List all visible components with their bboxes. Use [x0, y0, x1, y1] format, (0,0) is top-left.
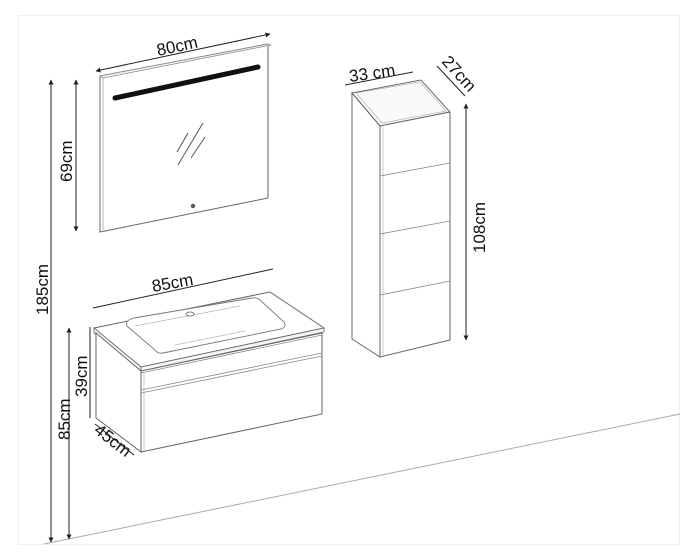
total-height-label: 185cm — [33, 264, 52, 315]
mirror-reflection-icon — [176, 122, 206, 166]
vanity-width-label: 85cm — [150, 270, 194, 296]
cabinet-door-dividers — [379, 162, 451, 296]
floor-line — [43, 413, 681, 545]
mirror — [99, 43, 273, 233]
vanity-unit — [92, 291, 326, 454]
touch-sensor-icon — [190, 203, 196, 209]
cabinet-height-label: 108cm — [470, 202, 489, 253]
mirror-height-label: 69cm — [57, 140, 76, 182]
drawer-divider — [140, 334, 323, 394]
tall-cabinet — [351, 79, 451, 358]
tap-hole-icon — [185, 311, 195, 317]
mirror-width-label: 80cm — [155, 33, 200, 60]
washbasin — [125, 297, 286, 354]
cabinet-width-label: 33 cm — [348, 61, 396, 86]
vanity-floor-height-label: 85cm — [55, 398, 74, 440]
drawing-frame — [18, 15, 680, 545]
vanity-height-label: 39cm — [72, 355, 91, 397]
